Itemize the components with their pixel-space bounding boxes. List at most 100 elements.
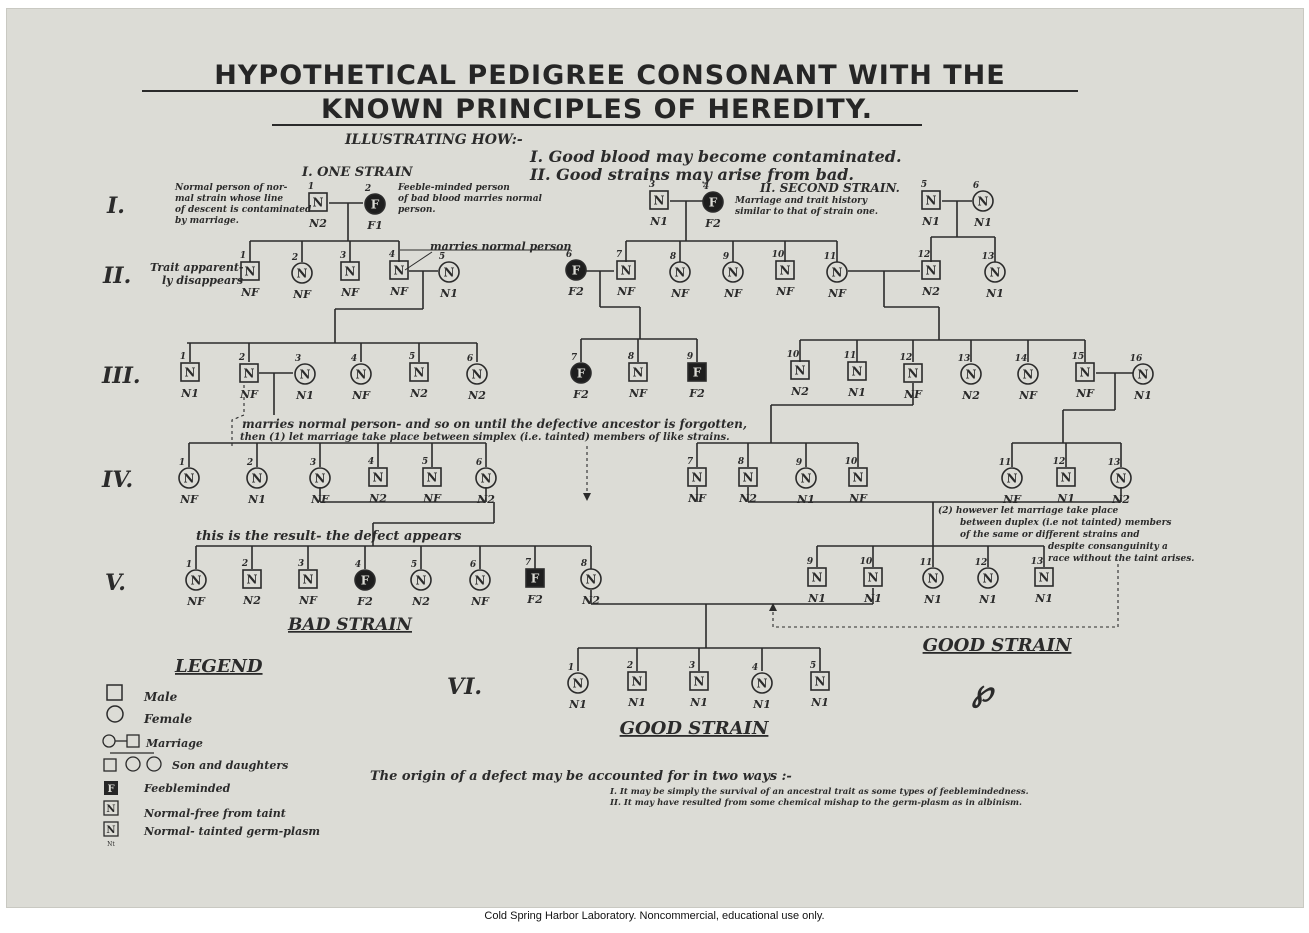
node-letter: N (675, 266, 686, 280)
node-circle (570, 362, 592, 384)
node-label: N2 (581, 594, 600, 607)
node-letter: N (812, 571, 823, 585)
node-number: 4 (752, 663, 758, 673)
node-number: 6 (973, 181, 980, 191)
node-circle (466, 363, 488, 385)
node-number: 1 (240, 251, 246, 261)
handwritten-mark: ℘ (971, 674, 996, 709)
node-square (807, 567, 827, 587)
node-letter: N (191, 574, 202, 588)
node-letter: N (184, 472, 195, 486)
node-number: 3 (649, 180, 655, 190)
node-number: 11 (920, 558, 933, 568)
node-square (790, 360, 810, 380)
node-letter: F (361, 574, 370, 588)
node-square (1034, 567, 1054, 587)
pedigree-connectors (187, 200, 1133, 671)
node-label: N2 (1111, 493, 1130, 506)
node-label: N2 (961, 389, 980, 402)
node-letter: N (654, 194, 665, 208)
node-circle (1110, 467, 1132, 489)
node-label: NF (723, 287, 743, 300)
node-letter: N (300, 368, 311, 382)
note-normal-person-1: Normal person of nor- (174, 183, 288, 193)
node-number: 6 (470, 560, 477, 570)
node-label: N1 (295, 389, 314, 402)
node-circle (438, 261, 460, 283)
node-circle (185, 569, 207, 591)
node-circle (669, 261, 691, 283)
node-circle (309, 467, 331, 489)
node-letter: N (728, 266, 739, 280)
node-number: 11 (999, 458, 1012, 468)
node-letter: N (868, 571, 879, 585)
node-label: F2 (526, 593, 543, 606)
node-square (368, 467, 388, 487)
node-square (1075, 362, 1095, 382)
node-number: 8 (738, 457, 745, 467)
node-number: 2 (241, 559, 248, 569)
node-label: N1 (923, 593, 942, 606)
node-number: 5 (422, 457, 428, 467)
node-label: N1 (568, 698, 587, 711)
gen-label-ii: II. (102, 263, 131, 289)
node-circle (1001, 467, 1023, 489)
bad-strain-label: BAD STRAIN (287, 615, 413, 635)
node-circle (565, 259, 587, 281)
node-letter: N (926, 194, 937, 208)
node-circle (702, 191, 724, 213)
node-letter: N (853, 471, 864, 485)
node-label: N2 (476, 493, 495, 506)
node-circle (1132, 363, 1154, 385)
node-number: 8 (670, 252, 677, 262)
node-label: N2 (242, 594, 261, 607)
node-label: N1 (627, 696, 646, 709)
node-label: N1 (1056, 492, 1075, 505)
node-label: NF (389, 285, 409, 298)
node-number: 7 (616, 250, 623, 260)
node-letter: N (244, 367, 255, 381)
node-number: 13 (958, 354, 971, 364)
node-square (738, 467, 758, 487)
node-letter: N (356, 368, 367, 382)
node-number: 11 (844, 351, 857, 361)
origin-way-1: I. It may be simply the survival of an a… (609, 787, 1029, 797)
node-circle (475, 467, 497, 489)
origin-way-2: II. It may have resulted from some chemi… (609, 798, 1022, 808)
node-letter: N (832, 266, 843, 280)
good-strain-vi-label: GOOD STRAIN (620, 718, 770, 739)
legend-normal-free-glyph: N (106, 804, 115, 815)
node-letter: N (1007, 472, 1018, 486)
node-letter: N (966, 368, 977, 382)
node-label: N1 (807, 592, 826, 605)
note-second-2: similar to that of strain one. (735, 207, 878, 217)
note-however-1: (2) however let marriage take place (938, 505, 1119, 516)
node-number: 9 (723, 252, 730, 262)
node-circle (291, 262, 313, 284)
dashed-arrow-head-v (769, 603, 777, 611)
note-however-4: despite consanguinity a (1048, 542, 1168, 552)
node-letter: N (315, 472, 326, 486)
node-letter: N (247, 573, 258, 587)
title-line-2: KNOWN PRINCIPLES OF HEREDITY. (321, 94, 873, 125)
node-number: 5 (411, 560, 417, 570)
node-number: 11 (824, 252, 837, 262)
gen-label-iii: III. (101, 363, 141, 389)
node-number: 14 (1015, 354, 1028, 364)
node-label: NF (1018, 389, 1038, 402)
node-letter: N (928, 572, 939, 586)
node-number: 4 (703, 182, 709, 192)
note-second-1: Marriage and trait history (734, 196, 868, 206)
